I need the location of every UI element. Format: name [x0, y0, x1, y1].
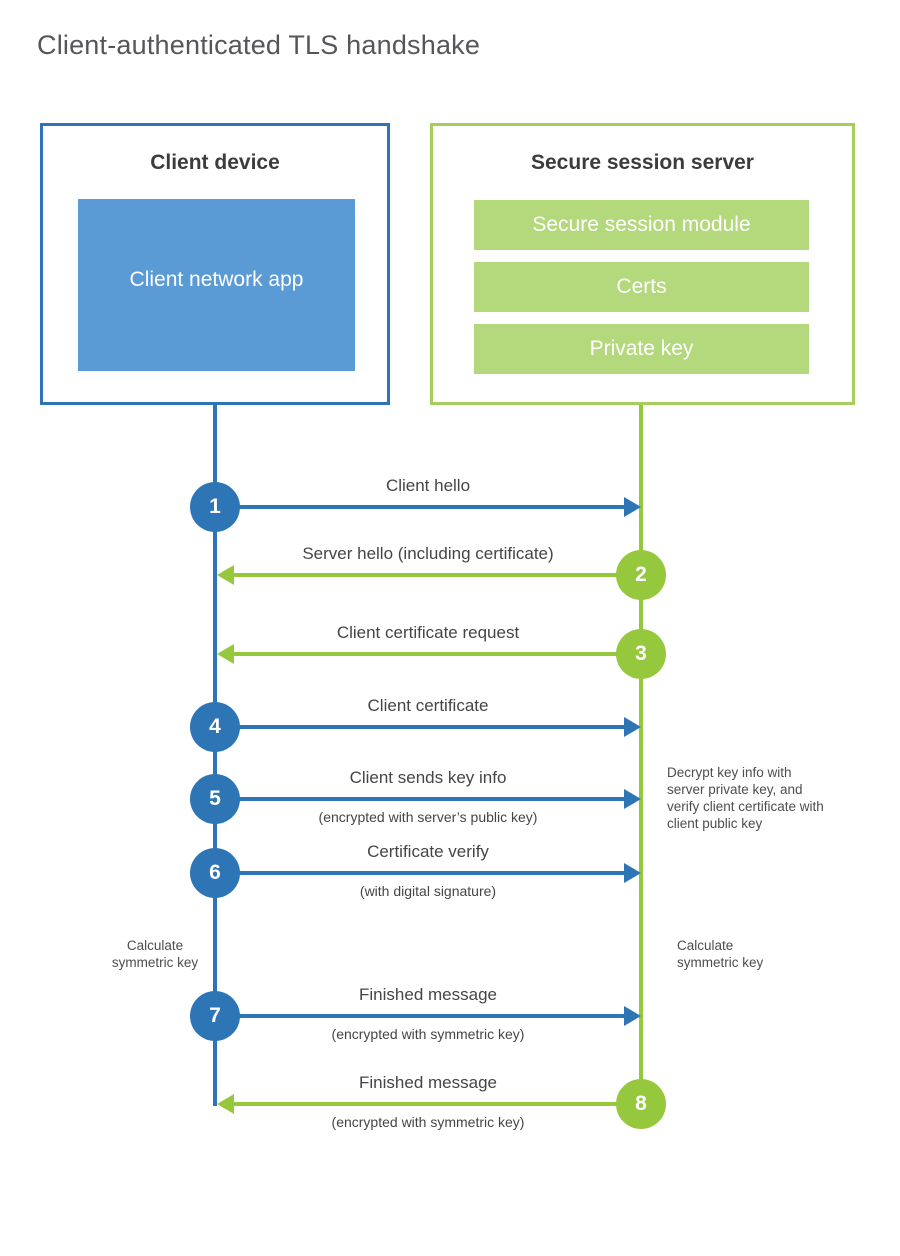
step-8-arrow-line [233, 1102, 643, 1106]
secure-session-server-title: Secure session server [531, 151, 754, 174]
step-5-arrowhead-icon [624, 789, 641, 809]
step-2-label: Server hello (including certificate) [302, 544, 554, 563]
step-1-badge: 1 [190, 482, 240, 532]
step-5-badge: 5 [190, 774, 240, 824]
step-6-badge: 6 [190, 848, 240, 898]
step-7-arrow-line [215, 1014, 625, 1018]
step-5-arrow-line [215, 797, 625, 801]
server-lifeline [639, 405, 643, 1105]
client-network-app-label: Client network app [129, 268, 304, 292]
step-1-label: Client hello [385, 476, 471, 495]
step-5-label: Client sends key info [349, 768, 507, 787]
step-4-arrow-line [215, 725, 625, 729]
step-3-arrow-line [233, 652, 643, 656]
client-lifeline [213, 405, 217, 1106]
step-2-badge: 2 [616, 550, 666, 600]
step-4-arrowhead-icon [624, 717, 641, 737]
step-2-arrowhead-icon [217, 565, 234, 585]
step-8-badge: 8 [616, 1079, 666, 1129]
step-1-arrowhead-icon [624, 497, 641, 517]
step-6-sublabel: (with digital signature) [359, 883, 497, 899]
decrypt-key-info-note: Decrypt key info with server private key… [667, 765, 824, 831]
calculate-symmetric-key-note-left: Calculate symmetric key [111, 938, 199, 970]
step-5-sublabel: (encrypted with server’s public key) [318, 809, 538, 825]
step-6-label: Certificate verify [367, 842, 489, 861]
step-8-label: Finished message [359, 1073, 497, 1092]
client-network-app-box: Client network app [78, 199, 355, 371]
step-8-arrowhead-icon [217, 1094, 234, 1114]
client-device-title: Client device [150, 151, 280, 174]
step-4-badge: 4 [190, 702, 240, 752]
server-module-3: Private key [474, 324, 809, 374]
step-6-arrowhead-icon [624, 863, 641, 883]
calculate-symmetric-key-note-right: Calculate symmetric key [677, 938, 764, 970]
step-7-label: Finished message [359, 985, 497, 1004]
step-7-sublabel: (encrypted with symmetric key) [331, 1026, 525, 1042]
server-module-2: Certs [474, 262, 809, 312]
step-2-arrow-line [233, 573, 643, 577]
client-device-box: Client device Client network app [40, 123, 390, 405]
secure-session-server-box: Secure session server Secure session mod… [430, 123, 855, 405]
step-4-label: Client certificate [367, 696, 489, 715]
step-1-arrow-line [215, 505, 625, 509]
step-8-sublabel: (encrypted with symmetric key) [331, 1114, 525, 1130]
step-7-badge: 7 [190, 991, 240, 1041]
server-module-1: Secure session module [474, 200, 809, 250]
step-6-arrow-line [215, 871, 625, 875]
step-7-arrowhead-icon [624, 1006, 641, 1026]
page-title: Client-authenticated TLS handshake [37, 30, 481, 60]
step-3-arrowhead-icon [217, 644, 234, 664]
step-3-label: Client certificate request [336, 623, 520, 642]
step-3-badge: 3 [616, 629, 666, 679]
